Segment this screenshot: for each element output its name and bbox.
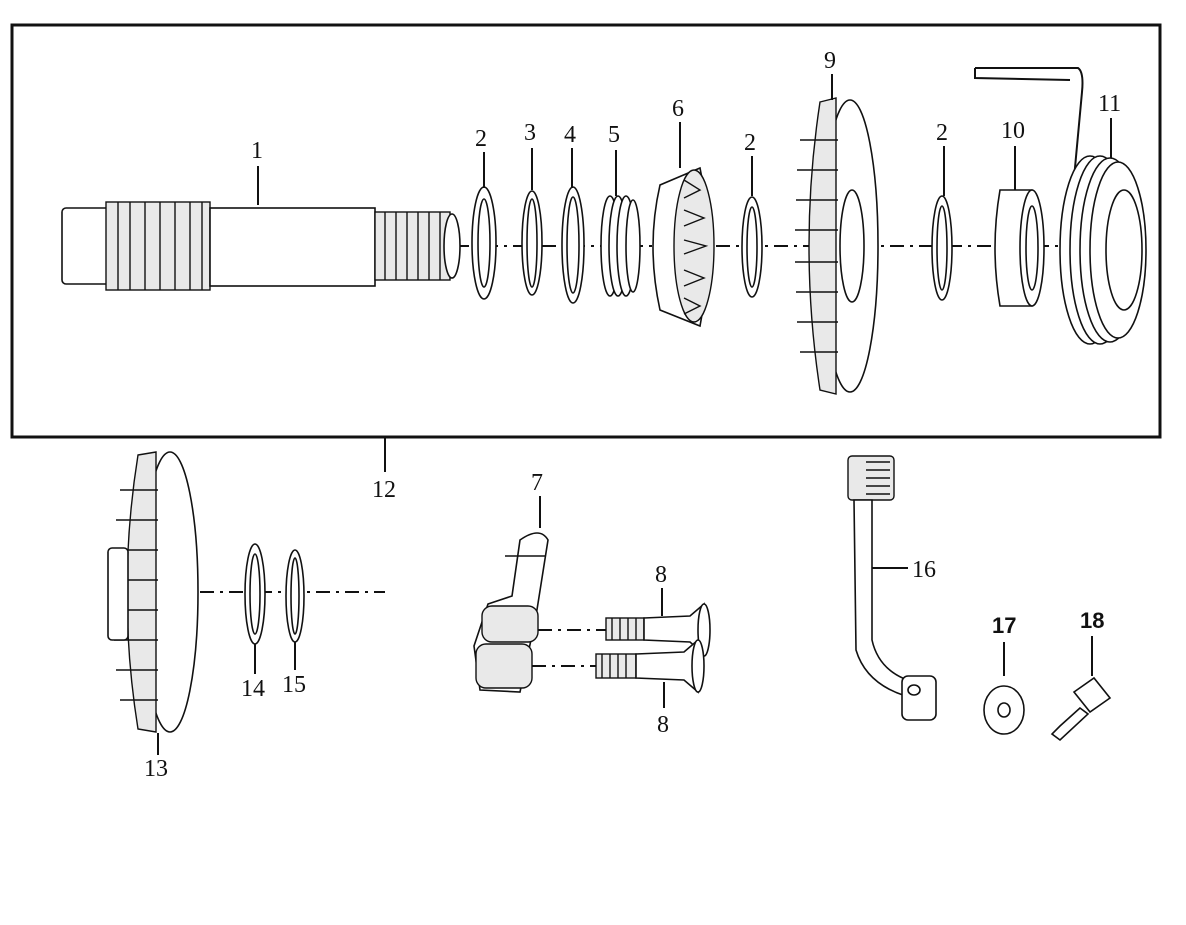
callout-15: 15	[282, 672, 306, 698]
part-2-washer-third	[931, 195, 953, 301]
part-14-washer	[244, 543, 266, 645]
callout-8b: 8	[657, 712, 669, 738]
leader-lines-top	[257, 74, 1112, 472]
part-18-bolt	[1050, 636, 1112, 742]
part-7-arm	[473, 496, 610, 693]
part-16-kick-lever	[847, 455, 937, 721]
part-10-bushing	[994, 189, 1045, 307]
callout-18: 18	[1080, 608, 1104, 633]
part-1-shaft	[61, 201, 461, 291]
part-8-bolt-upper	[605, 588, 711, 657]
callout-5: 5	[608, 122, 620, 148]
part-15-snap-ring	[285, 549, 305, 643]
part-6-ratchet	[652, 166, 715, 328]
callout-16: 16	[912, 557, 936, 583]
assembly-frame	[10, 23, 1162, 439]
part-4-washer	[561, 186, 585, 304]
callout-7: 7	[531, 470, 543, 496]
callout-8a: 8	[655, 562, 667, 588]
part-9-gear	[795, 97, 879, 395]
callout-1: 1	[251, 138, 263, 164]
callout-11: 11	[1098, 91, 1121, 117]
callout-4: 4	[564, 122, 576, 148]
callout-17: 17	[992, 613, 1016, 638]
callout-10: 10	[1001, 118, 1025, 144]
leader-lines-lower-left	[157, 642, 296, 755]
callout-2b: 2	[744, 130, 756, 156]
callout-2c: 2	[936, 120, 948, 146]
part-17-washer	[983, 642, 1025, 735]
part-13-gear	[107, 451, 199, 733]
callout-14: 14	[241, 676, 265, 702]
part-8-bolt-lower	[595, 638, 705, 708]
callout-3: 3	[524, 120, 536, 146]
callout-9: 9	[824, 48, 836, 74]
callout-2a: 2	[475, 126, 487, 152]
part-2-washer	[471, 186, 497, 300]
callout-12: 12	[372, 477, 396, 503]
callout-13: 13	[144, 756, 168, 782]
callout-6: 6	[672, 96, 684, 122]
part-3-snap-ring	[521, 190, 543, 296]
part-5-spring	[600, 195, 641, 297]
part-2-washer-second	[741, 196, 763, 298]
